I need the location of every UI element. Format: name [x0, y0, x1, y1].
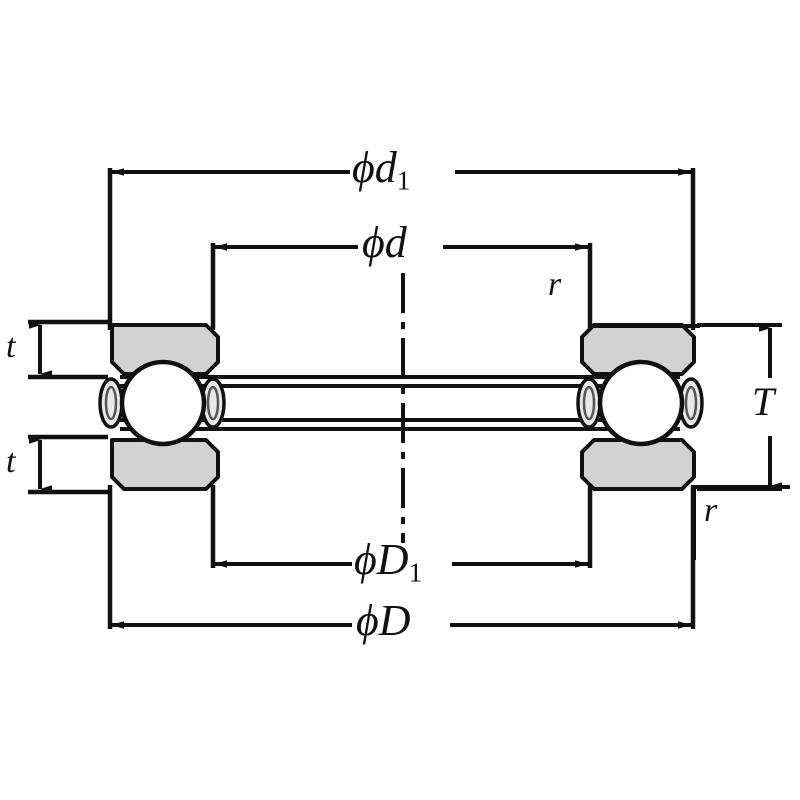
cage-left — [98, 377, 226, 429]
bearing-body — [98, 273, 704, 543]
label-t-upper: t — [6, 328, 16, 365]
label-phi-D-symbol: ϕ — [356, 596, 379, 645]
label-phi-d1-symbol: ϕ — [352, 143, 375, 192]
label-phi-d-base: d — [384, 218, 407, 267]
label-phi-D-base: D — [378, 596, 411, 645]
label-phi-d1: ϕd1 — [352, 146, 410, 195]
ball-left — [119, 359, 207, 447]
dimension-phi-d — [210, 243, 593, 330]
label-phi-D1-subscript: 1 — [408, 557, 423, 588]
label-phi-d1-base: d — [374, 143, 397, 192]
dimension-t-lower — [28, 434, 108, 495]
dimension-phi-d1 — [107, 168, 696, 330]
label-phi-d-symbol: ϕ — [362, 218, 385, 267]
label-r-upper: r — [548, 266, 562, 303]
label-T: T — [752, 379, 775, 424]
dimension-phi-D1 — [210, 485, 593, 568]
label-t-lower: t — [6, 443, 16, 480]
lower-washer-right — [580, 438, 696, 491]
label-phi-d1-subscript: 1 — [396, 165, 411, 196]
label-phi-d: ϕd — [362, 221, 407, 265]
lower-washer-left — [110, 438, 220, 491]
upper-washer-right — [580, 323, 696, 376]
dimension-T — [697, 323, 782, 491]
label-phi-D1-base: D — [376, 535, 409, 584]
label-r-lower: r — [704, 492, 718, 529]
dimension-t-upper — [28, 319, 108, 380]
label-phi-D: ϕD — [356, 599, 411, 643]
upper-washer-left — [110, 323, 220, 376]
label-phi-D1-symbol: ϕ — [354, 535, 377, 584]
label-phi-D1: ϕD1 — [354, 538, 422, 587]
ball-right — [597, 359, 685, 447]
